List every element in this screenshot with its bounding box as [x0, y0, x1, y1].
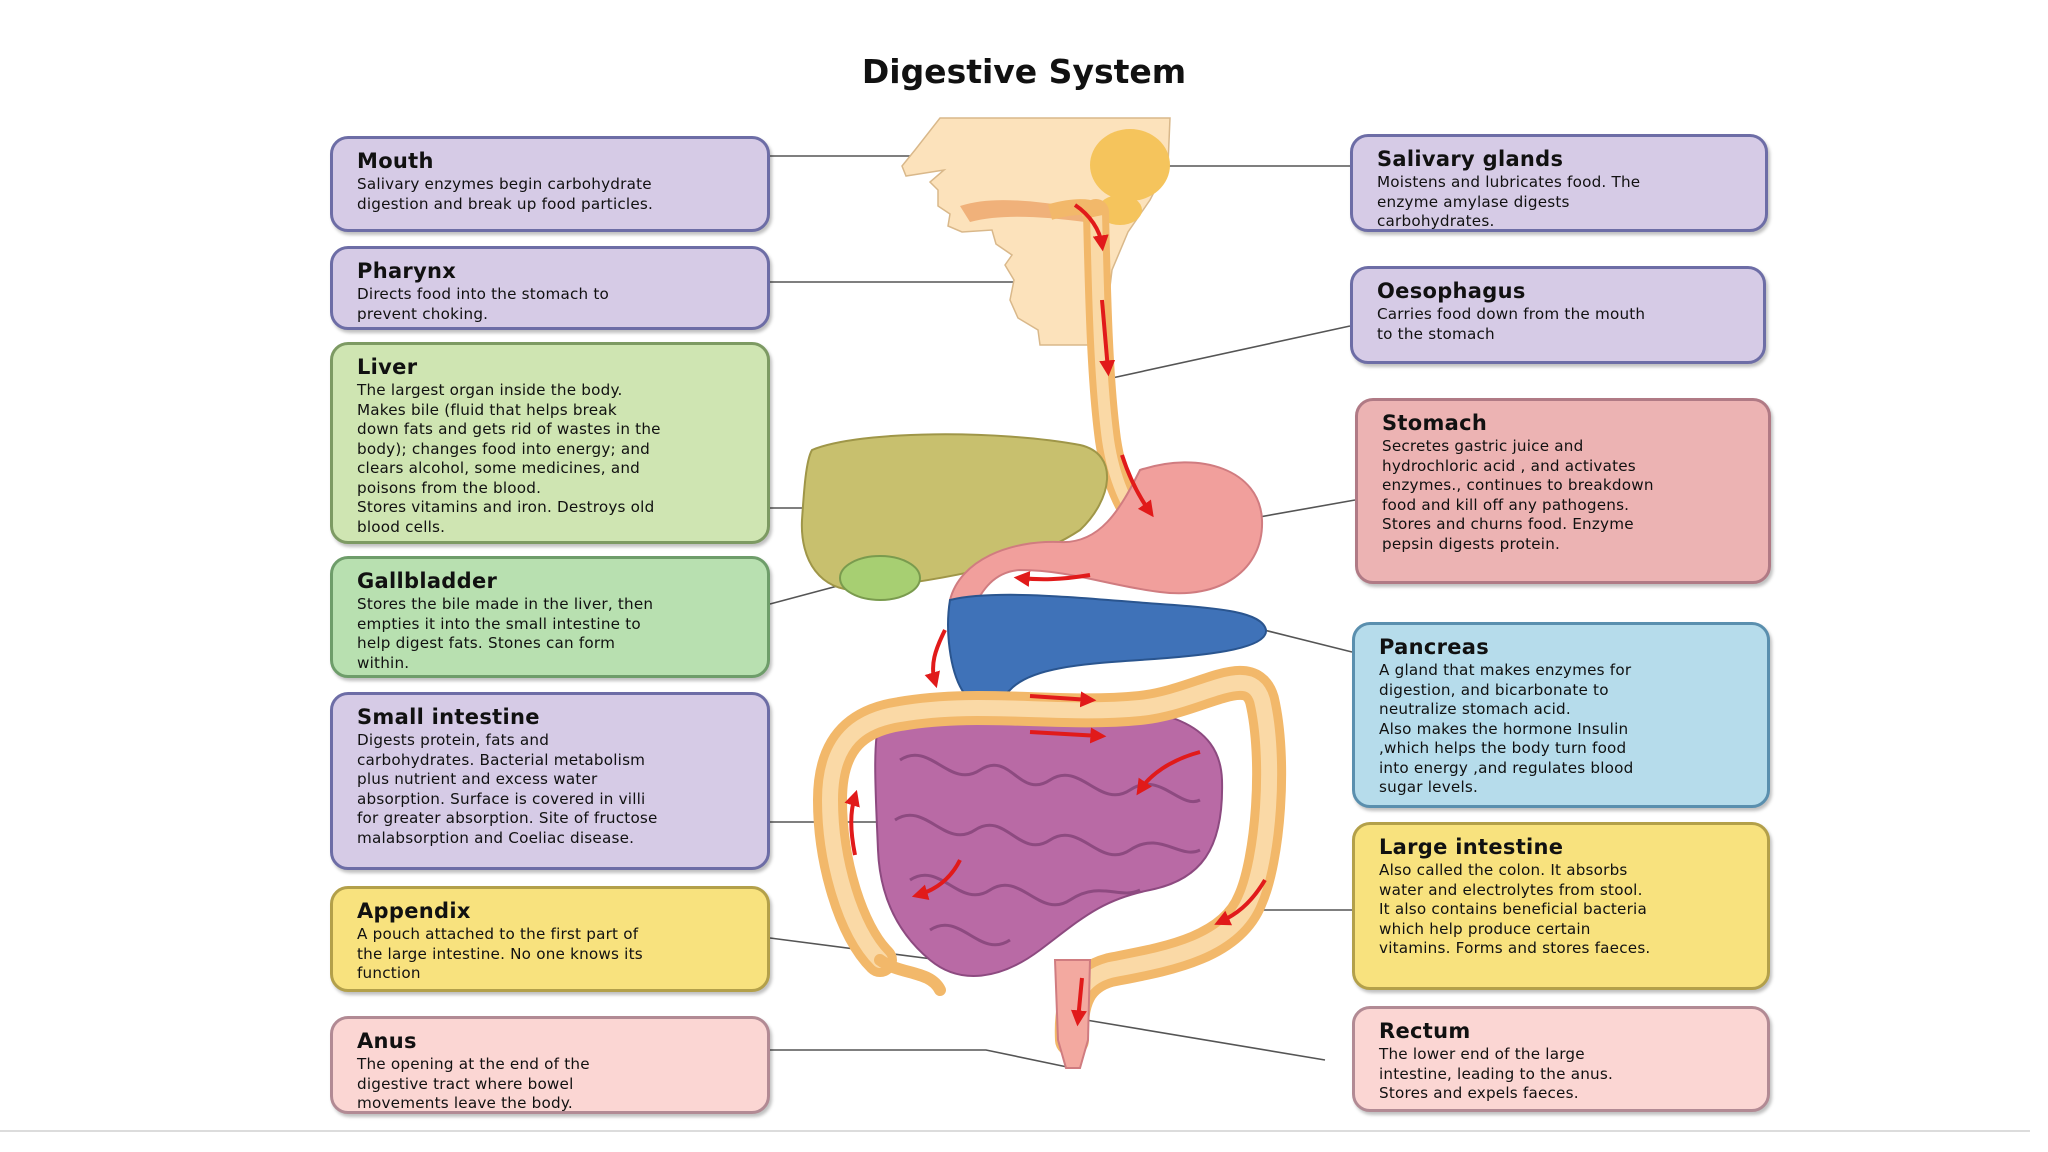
gallbladder-text: Stores the bile made in the liver, then …	[357, 595, 654, 672]
stomach-shape	[948, 461, 1264, 612]
label-box-stomach: Stomach Secretes gastric juice and hydro…	[1355, 398, 1771, 584]
gallbladder-title: Gallbladder	[357, 569, 498, 593]
small-intestine-text: Digests protein, fats and carbohydrates.…	[357, 731, 658, 847]
oesophagus-text: Carries food down from the mouth to the …	[1377, 305, 1646, 343]
pancreas-text: A gland that makes enzymes for digestion…	[1379, 661, 1634, 796]
bottom-divider	[0, 1130, 2030, 1132]
label-box-oesophagus: Oesophagus Carries food down from the mo…	[1350, 266, 1766, 364]
diagram-title: Digestive System	[861, 52, 1187, 91]
label-box-anus: Anus The opening at the end of the diges…	[330, 1016, 770, 1114]
rectum-text: The lower end of the large intestine, le…	[1379, 1045, 1614, 1102]
label-box-gallbladder: Gallbladder Stores the bile made in the …	[330, 556, 770, 678]
appendix-text: A pouch attached to the first part of th…	[357, 925, 643, 982]
appendix-title: Appendix	[357, 899, 471, 923]
anus-title: Anus	[357, 1029, 417, 1053]
pharynx-text: Directs food into the stomach to prevent…	[357, 285, 609, 323]
pharynx-title: Pharynx	[357, 259, 457, 283]
label-box-pharynx: Pharynx Directs food into the stomach to…	[330, 246, 770, 330]
label-box-salivary-glands: Salivary glands Moistens and lubricates …	[1350, 134, 1768, 232]
large-intestine-title: Large intestine	[1379, 835, 1564, 859]
pharynx-tube	[1047, 199, 1106, 220]
liver-text: The largest organ inside the body. Makes…	[357, 381, 661, 536]
label-box-pancreas: Pancreas A gland that makes enzymes for …	[1352, 622, 1770, 808]
large-intestine-text: Also called the colon. It absorbs water …	[1379, 861, 1651, 957]
salivary-glands-title: Salivary glands	[1377, 147, 1564, 171]
oesophagus-title: Oesophagus	[1377, 279, 1526, 303]
stomach-text: Secretes gastric juice and hydrochloric …	[1382, 437, 1654, 553]
label-box-liver: Liver The largest organ inside the body.…	[330, 342, 770, 544]
label-box-small-intestine: Small intestine Digests protein, fats an…	[330, 692, 770, 870]
rectum-title: Rectum	[1379, 1019, 1471, 1043]
label-box-rectum: Rectum The lower end of the large intest…	[1352, 1006, 1770, 1112]
leader-line-anus	[770, 1049, 1073, 1069]
food-flow-arrows	[844, 203, 1267, 1027]
label-box-appendix: Appendix A pouch attached to the first p…	[330, 886, 770, 992]
leader-line-oesophagus	[1111, 325, 1351, 379]
appendix-shape	[874, 954, 946, 996]
salivary-gland-shape	[1090, 129, 1170, 201]
label-box-large-intestine: Large intestine Also called the colon. I…	[1352, 822, 1770, 990]
gallbladder-shape	[839, 555, 921, 601]
anus-text: The opening at the end of the digestive …	[357, 1055, 590, 1112]
leader-lines	[769, 155, 1356, 1069]
small-intestine-shape	[874, 700, 1224, 977]
pancreas-title: Pancreas	[1379, 635, 1490, 659]
liver-title: Liver	[357, 355, 418, 379]
salivary-glands-text: Moistens and lubricates food. The enzyme…	[1377, 173, 1641, 230]
mouth-text: Salivary enzymes begin carbohydrate dige…	[357, 175, 654, 213]
label-box-mouth: Mouth Salivary enzymes begin carbohydrat…	[330, 136, 770, 232]
small-intestine-title: Small intestine	[357, 705, 540, 729]
stomach-title: Stomach	[1382, 411, 1488, 435]
mouth-title: Mouth	[357, 149, 434, 173]
leader-line-rectum	[1085, 1019, 1326, 1061]
